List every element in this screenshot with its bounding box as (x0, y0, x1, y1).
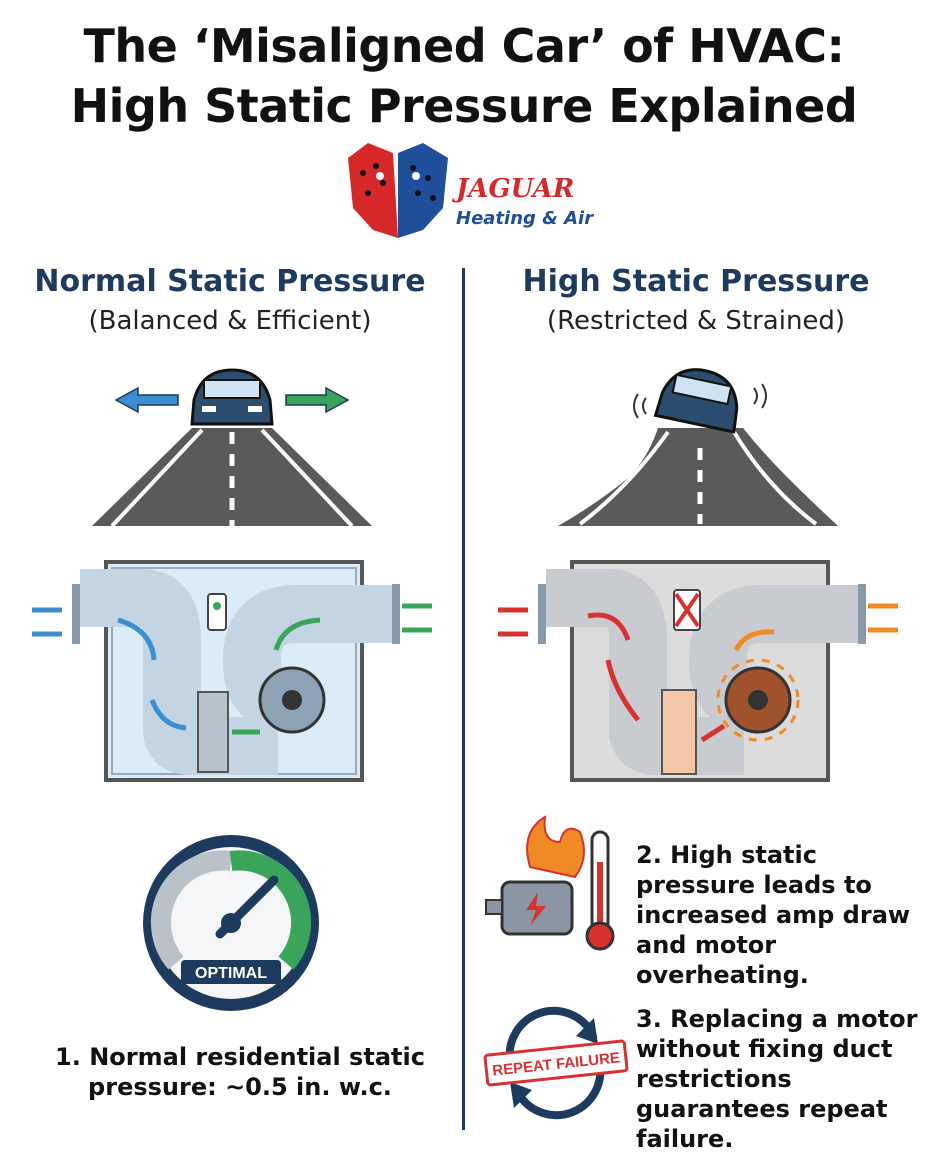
turbulent-flow-arrows-icon (498, 603, 898, 743)
road-icon (558, 428, 838, 526)
car-icon (190, 368, 274, 426)
normal-duct-system (32, 560, 432, 782)
company-logo: JAGUAR Heating & Air (338, 138, 598, 248)
logo-brand-name: JAGUAR (456, 174, 575, 204)
high-column-header: High Static Pressure (Restricted & Strai… (476, 264, 916, 338)
column-divider (462, 268, 465, 1130)
normal-heading: Normal Static Pressure (34, 264, 426, 299)
thermometer-icon (585, 830, 615, 951)
normal-column-header: Normal Static Pressure (Balanced & Effic… (10, 264, 450, 338)
airflow-arrows-icon (32, 603, 432, 735)
car-icon (653, 368, 739, 434)
gauge-label: OPTIMAL (195, 965, 267, 982)
page-title-line-1: The ‘Misaligned Car’ of HVAC: (83, 19, 845, 73)
restricted-duct-system (498, 560, 898, 782)
caption-repeat-failure: 3. Replacing a motor without fixing duct… (636, 1005, 918, 1153)
page-title-line-2: High Static Pressure Explained (70, 79, 858, 133)
blower-fan-icon (258, 666, 326, 734)
road-icon (92, 428, 372, 528)
high-heading: High Static Pressure (522, 264, 870, 299)
duct-system-icon (538, 560, 866, 782)
flow-arrow-right-icon (285, 386, 350, 414)
pressure-gauge-icon: OPTIMAL (143, 835, 319, 1011)
logo-tagline: Heating & Air (456, 208, 594, 229)
normal-road-scene (92, 368, 372, 528)
caption-normal-pressure: 1. Normal residential static pressure: ~… (55, 1043, 425, 1101)
repeat-cycle-icon: REPEAT FAILURE (483, 1006, 629, 1120)
restricted-road-scene (558, 368, 838, 526)
flow-arrow-left-icon (114, 386, 179, 414)
caption-amp-draw: 2. High static pressure leads to increas… (636, 841, 911, 989)
duct-system-icon (72, 560, 400, 782)
normal-subheading: (Balanced & Efficient) (88, 306, 372, 336)
jaguar-logo-icon (348, 143, 448, 238)
overheating-motor-icon (485, 815, 615, 951)
shake-lines-icon (633, 383, 767, 419)
high-subheading: (Restricted & Strained) (546, 306, 846, 336)
blower-fan-icon (716, 658, 800, 742)
